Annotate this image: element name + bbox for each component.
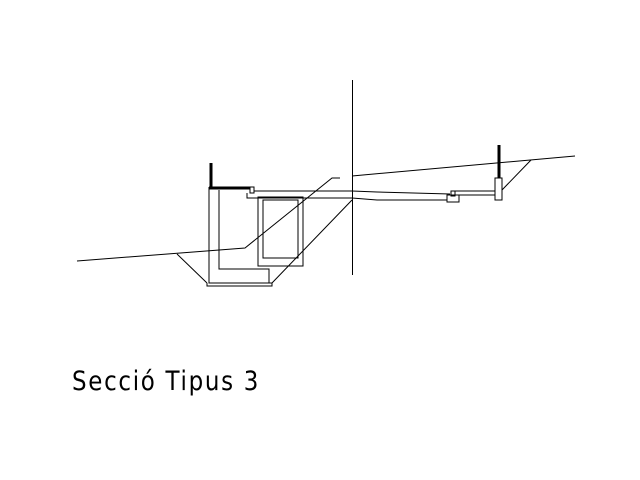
drain-box-outer [257, 196, 304, 267]
ground-line-left [76, 177, 340, 262]
slope-left-cut [271, 199, 353, 284]
kerb-left [249, 186, 255, 194]
road-bottom [246, 193, 447, 201]
drain-box-inner [262, 199, 299, 259]
guardrail [450, 190, 496, 196]
retaining-wall-inner [218, 190, 270, 283]
road-top [254, 190, 451, 195]
slope-left-fill [176, 253, 208, 284]
right-post-base [494, 177, 503, 201]
slope-right [501, 159, 532, 191]
drawing-title: Secció Tipus 3 [72, 366, 261, 397]
guardrail-end [450, 190, 456, 197]
ground-line-right [351, 155, 576, 177]
retaining-wall [206, 187, 273, 287]
